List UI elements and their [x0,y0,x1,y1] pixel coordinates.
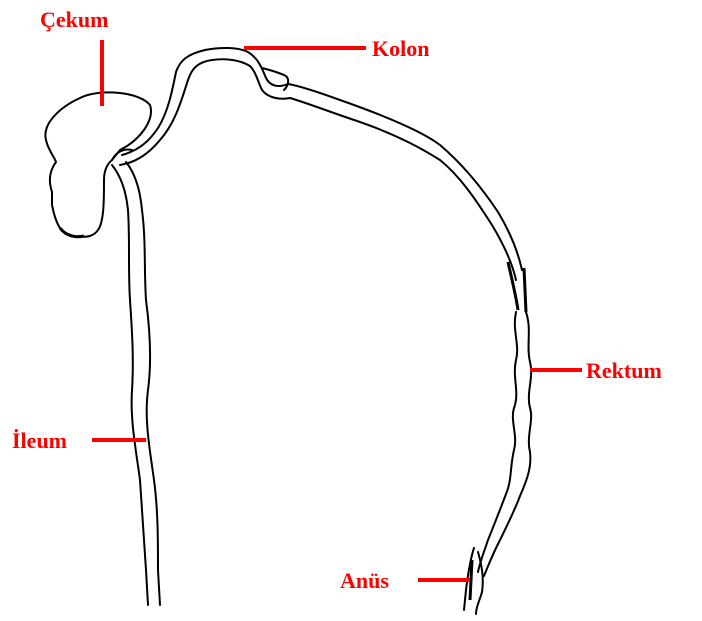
cecum-outline [45,92,151,236]
anus-label: Anüs [340,568,389,593]
colon-inner-wall [122,48,522,270]
cecum-bottom-dark-edge [60,228,84,237]
colon-label: Kolon [372,36,429,61]
rectum-label: Rektum [586,358,662,383]
ileum-label: İleum [12,428,67,453]
cecum-label: Çekum [40,7,108,32]
rectum-right-wall [484,312,531,576]
ileum-left-wall [112,165,148,605]
anus-dark-mark [470,560,472,600]
colon-dark-segment-2 [524,268,526,312]
rectum-left-wall [478,312,517,572]
